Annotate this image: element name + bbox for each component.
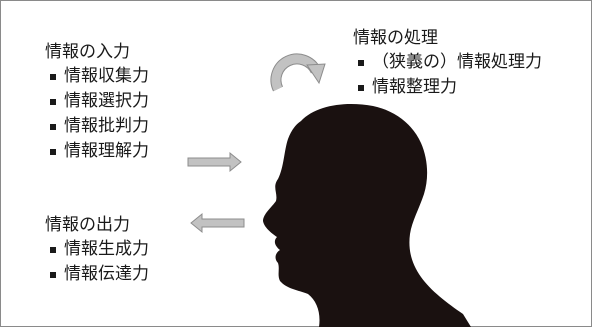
input-item-label: 情報理解力 xyxy=(64,141,149,161)
input-item-label: 情報批判力 xyxy=(64,116,149,136)
output-item-label: 情報生成力 xyxy=(64,239,149,259)
bullet-icon xyxy=(50,246,56,253)
bullet-icon xyxy=(50,271,56,278)
input-group: 情報の入力 情報収集力 情報選択力 情報批判力 情報理解力 xyxy=(45,40,149,164)
input-item-label: 情報収集力 xyxy=(64,66,149,86)
processing-item-0: （狭義の）情報処理力 xyxy=(353,50,542,75)
processing-item-1: 情報整理力 xyxy=(353,75,542,100)
output-item-label: 情報伝達力 xyxy=(64,264,149,284)
output-group: 情報の出力 情報生成力 情報伝達力 xyxy=(45,213,149,287)
output-item-1: 情報伝達力 xyxy=(45,262,149,287)
output-item-0: 情報生成力 xyxy=(45,237,149,262)
processing-heading: 情報の処理 xyxy=(353,28,438,48)
bullet-icon xyxy=(50,123,56,130)
input-item-label: 情報選択力 xyxy=(64,91,149,111)
input-item-2: 情報批判力 xyxy=(45,114,149,139)
bullet-icon xyxy=(358,59,364,66)
output-heading: 情報の出力 xyxy=(45,215,130,235)
processing-group: 情報の処理 （狭義の）情報処理力 情報整理力 xyxy=(353,26,542,100)
head-silhouette-icon xyxy=(263,103,471,328)
bullet-icon xyxy=(50,98,56,105)
processing-item-label: 情報整理力 xyxy=(372,77,457,97)
bullet-icon xyxy=(50,73,56,80)
input-item-0: 情報収集力 xyxy=(45,64,149,89)
input-item-3: 情報理解力 xyxy=(45,139,149,164)
input-item-1: 情報選択力 xyxy=(45,89,149,114)
left-arrow-icon xyxy=(190,212,245,234)
input-heading: 情報の入力 xyxy=(45,42,130,62)
bullet-icon xyxy=(50,148,56,155)
processing-item-label: （狭義の）情報処理力 xyxy=(372,52,542,72)
bullet-icon xyxy=(358,84,364,91)
right-arrow-icon xyxy=(187,151,242,173)
circular-arrow-icon xyxy=(270,53,326,92)
